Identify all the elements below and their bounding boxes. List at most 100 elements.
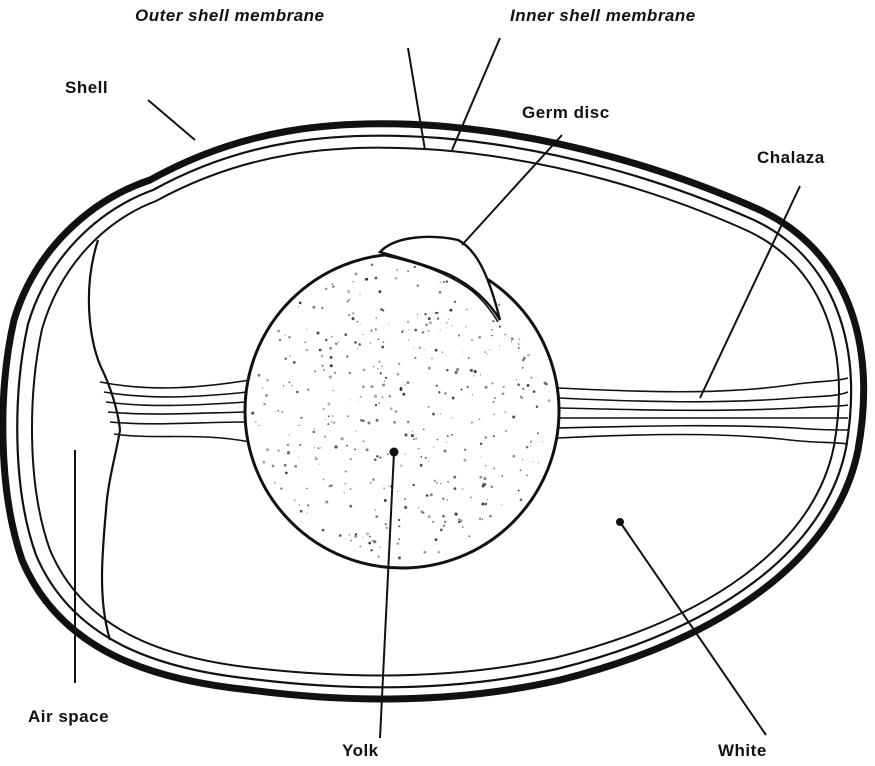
label-inner-shell-membrane: Inner shell membrane — [510, 6, 696, 26]
yolk-speckle — [328, 415, 330, 417]
yolk-speckle — [382, 396, 384, 398]
yolk-speckle — [283, 385, 284, 386]
yolk-speckle — [516, 379, 517, 380]
yolk-speckle — [489, 515, 492, 518]
yolk-speckle — [468, 535, 470, 537]
yolk-speckle — [292, 385, 293, 386]
label-shell: Shell — [65, 78, 108, 98]
yolk-speckle — [424, 313, 426, 315]
yolk-speckle — [452, 417, 453, 418]
yolk-speckle — [415, 438, 417, 440]
yolk-speckle — [319, 464, 320, 465]
yolk-speckle — [455, 371, 458, 374]
yolk-speckle — [381, 326, 382, 327]
yolk-speckle — [501, 475, 503, 477]
yolk-speckle — [272, 465, 275, 468]
yolk-speckle — [481, 503, 482, 504]
yolk-speckle — [522, 459, 523, 460]
yolk-speckle — [462, 488, 464, 490]
yolk-speckle — [385, 523, 387, 525]
yolk-speckle — [318, 447, 320, 449]
yolk-speckle — [322, 529, 325, 532]
yolk-speckle — [463, 459, 466, 462]
yolk-marker-dot — [390, 448, 399, 457]
yolk-speckle — [482, 519, 483, 520]
yolk-speckle — [518, 347, 520, 349]
yolk-speckle — [355, 273, 358, 276]
yolk-speckle — [503, 386, 505, 388]
yolk-speckle — [284, 334, 286, 336]
yolk-speckle — [491, 382, 493, 384]
yolk-speckle — [412, 431, 413, 432]
yolk-speckle — [530, 442, 531, 443]
yolk-speckle — [284, 464, 287, 467]
yolk-speckle — [324, 435, 326, 437]
yolk-speckle — [382, 366, 383, 367]
yolk-speckle — [413, 484, 415, 486]
yolk-speckle — [394, 422, 395, 423]
yolk-speckle — [483, 477, 486, 480]
yolk-speckle — [423, 551, 426, 554]
yolk-speckle — [360, 324, 361, 325]
label-white: White — [718, 741, 767, 761]
yolk-speckle — [377, 368, 379, 370]
yolk-speckle — [325, 339, 328, 342]
yolk-speckle — [300, 510, 303, 513]
yolk-speckle — [520, 396, 522, 398]
yolk-speckle — [378, 402, 380, 404]
yolk-speckle — [407, 321, 409, 323]
yolk-speckle — [329, 347, 332, 350]
yolk-speckle — [380, 372, 382, 374]
yolk-speckle — [299, 504, 300, 505]
yolk-speckle — [350, 399, 351, 400]
yolk-speckle — [422, 331, 425, 334]
yolk-speckle — [451, 434, 453, 436]
yolk-speckle — [307, 504, 309, 506]
yolk-speckle — [440, 483, 441, 484]
yolk-speckle — [368, 542, 371, 545]
yolk-speckle — [266, 379, 269, 382]
yolk-speckle — [321, 307, 323, 309]
yolk-speckle — [499, 345, 500, 346]
yolk-speckle — [419, 347, 421, 349]
yolk-speckle — [407, 381, 410, 384]
yolk-speckle — [408, 339, 409, 340]
yolk-speckle — [487, 499, 488, 500]
yolk-speckle — [542, 441, 543, 442]
yolk-speckle — [370, 549, 372, 551]
yolk-speckle — [403, 329, 405, 331]
yolk-speckle — [407, 270, 409, 272]
yolk-speckle — [431, 358, 432, 359]
yolk-speckle — [275, 411, 276, 412]
yolk-speckle — [466, 309, 468, 311]
yolk-speckle — [281, 411, 283, 413]
yolk-speckle — [289, 434, 290, 435]
yolk-speckle — [421, 456, 423, 458]
yolk-speckle — [332, 415, 334, 417]
yolk-speckle — [517, 383, 520, 386]
label-outer-shell-membrane: Outer shell membrane — [135, 6, 325, 26]
yolk-speckle — [396, 269, 398, 271]
yolk-speckle — [382, 309, 384, 311]
yolk-speckle — [379, 290, 382, 293]
yolk-speckle — [494, 397, 496, 399]
yolk-speckle — [330, 356, 333, 359]
yolk-speckle — [444, 521, 446, 523]
yolk-speckle — [533, 461, 534, 462]
yolk-speckle — [306, 488, 308, 490]
yolk-speckle — [329, 375, 332, 378]
yolk-speckle — [428, 406, 430, 408]
yolk-speckle — [407, 421, 410, 424]
yolk-speckle — [511, 341, 512, 342]
yolk-speckle — [436, 385, 438, 387]
yolk-speckle — [484, 351, 486, 353]
yolk-speckle — [474, 370, 477, 373]
yolk-speckle — [377, 555, 380, 558]
yolk-speckle — [531, 440, 532, 441]
yolk-speckle — [518, 338, 520, 340]
yolk-speckle — [362, 386, 365, 389]
yolk-speckle — [502, 392, 505, 395]
yolk-speckle — [408, 329, 409, 330]
yolk-speckle — [511, 337, 514, 340]
yolk-speckle — [480, 443, 482, 445]
